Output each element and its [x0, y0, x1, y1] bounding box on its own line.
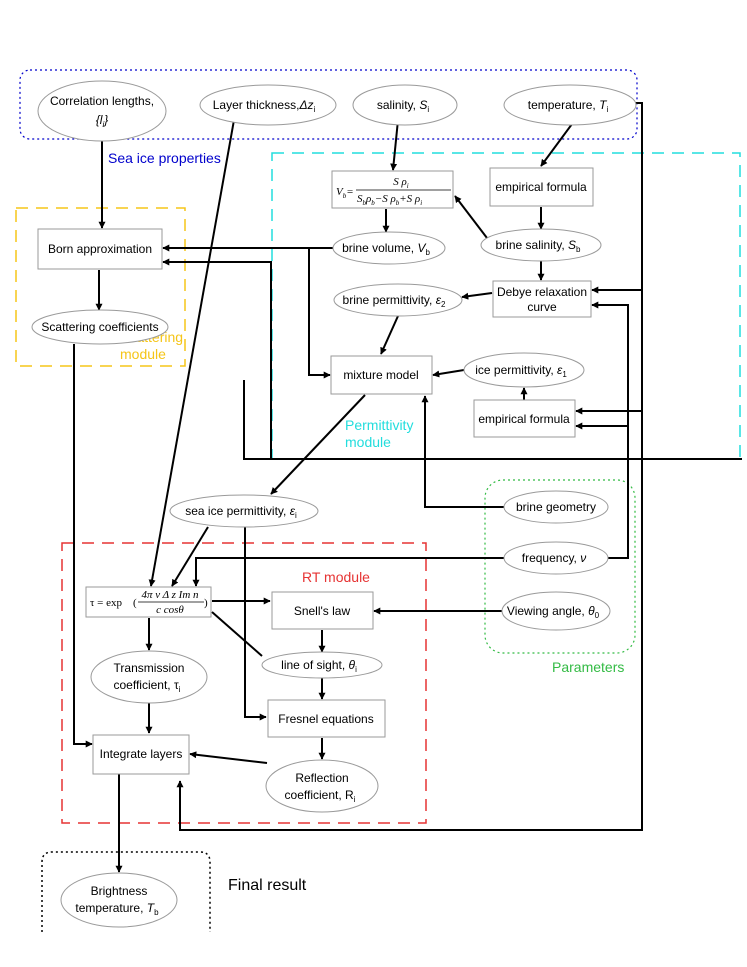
viewing-angle-node: Viewing angle, θ0 [501, 591, 611, 631]
mixture-model-node: mixture model [330, 355, 433, 395]
edge-freq-tau [192, 557, 505, 587]
brine-permittivity-text: brine permittivity, ε2 [343, 293, 446, 309]
ice-permittivity-text: ice permittivity, ε1 [475, 363, 567, 379]
scattering-module-label-2: module [120, 346, 166, 362]
edge-mix-born [243, 380, 742, 460]
empirical-formula-top-text: empirical formula [495, 180, 587, 194]
integrate-layers-text: Integrate layers [100, 747, 183, 761]
empirical-formula-bottom-node: empirical formula [473, 399, 576, 438]
transmission-coefficient-node: Transmission coefficient, τi [90, 650, 208, 704]
tau-paren-open: ( [133, 597, 137, 609]
brine-volume-text: brine volume, Vb [342, 241, 430, 257]
scattering-coefficients-node: Scattering coefficients [31, 309, 169, 345]
scattering-coefficients-text: Scattering coefficients [41, 320, 158, 334]
reflection-line2: coefficient, Ri [285, 788, 356, 804]
line-of-sight-text: line of sight, θi [281, 658, 357, 674]
edge-sip-fres [244, 526, 267, 721]
sea-ice-permittivity-node: sea ice permittivity, εi [169, 494, 319, 528]
temperature-text: temperature, Ti [528, 98, 609, 114]
vb-denominator: Sbρb−S ρb+S ρi [357, 193, 422, 207]
parameters-label: Parameters [552, 659, 624, 675]
vb-lhs: Vb= [336, 186, 354, 200]
born-approximation-node: Born approximation [37, 228, 163, 270]
edge-scat-int [73, 344, 93, 748]
snells-law-text: Snell's law [294, 604, 351, 618]
empirical-formula-bottom-text: empirical formula [478, 412, 570, 426]
edge-freq-right [591, 301, 629, 559]
temperature-node: temperature, Ti [503, 84, 637, 126]
fresnel-equations-node: Fresnel equations [267, 699, 386, 738]
brine-salinity-text: brine salinity, Sb [496, 238, 582, 254]
edge-bp-mix [380, 315, 399, 355]
mixture-model-text: mixture model [343, 368, 418, 382]
line-of-sight-node: line of sight, θi [261, 651, 383, 679]
edge-bv-mix [308, 248, 331, 379]
debye-line2: curve [527, 300, 557, 314]
brine-geometry-node: brine geometry [503, 490, 609, 524]
reflection-coefficient-node: Reflection coefficient, Ri [265, 759, 379, 813]
viewing-angle-text: Viewing angle, θ0 [507, 604, 600, 620]
tau-formula-node: τ = exp 4π ν Δ z Im n c cosθ ( ) [85, 586, 212, 618]
brightness-line2: temperature, Tb [75, 901, 159, 917]
brine-volume-formula-node: Vb= S ρi Sbρb−S ρb+S ρi [331, 170, 454, 209]
edge-refl-int [189, 751, 268, 764]
transmission-line2: coefficient, τi [113, 678, 180, 694]
correlation-lengths-node: Correlation lengths, {li} [37, 80, 167, 142]
final-result-label: Final result [228, 877, 307, 894]
edge-debye-bp [461, 292, 493, 300]
brine-salinity-node: brine salinity, Sb [480, 228, 602, 262]
edge-temp-emp [540, 123, 573, 167]
brine-permittivity-node: brine permittivity, ε2 [333, 283, 463, 317]
empirical-formula-top-node: empirical formula [489, 167, 594, 207]
scattering-module-group [15, 207, 186, 367]
tau-denominator: c cosθ [156, 604, 184, 616]
snells-law-node: Snell's law [271, 591, 374, 630]
integrate-layers-node: Integrate layers [92, 734, 190, 775]
brightness-line1: Brightness [91, 884, 148, 898]
edge-tau-los [211, 611, 263, 657]
layer-thickness-text: Layer thickness,Δzi [213, 98, 316, 114]
edge-layer-tau [148, 119, 235, 587]
permittivity-module-label-1: Permittivity [345, 417, 413, 433]
fresnel-equations-text: Fresnel equations [278, 712, 373, 726]
sea-ice-permittivity-text: sea ice permittivity, εi [185, 504, 297, 520]
tau-lhs: τ = exp [90, 597, 123, 609]
edge-bs-vb [454, 195, 488, 239]
transmission-line1: Transmission [114, 661, 185, 675]
vb-numerator: S ρi [393, 176, 409, 190]
edge-loop-born [162, 258, 272, 459]
sea-ice-properties-group [19, 69, 638, 140]
salinity-text: salinity, Si [377, 98, 429, 114]
salinity-node: salinity, Si [352, 84, 458, 126]
tau-paren-close: ) [204, 597, 208, 609]
sea-ice-properties-label: Sea ice properties [108, 150, 221, 166]
frequency-node: frequency, ν [503, 541, 609, 575]
correlation-lengths-text: Correlation lengths, [50, 94, 154, 108]
ice-permittivity-node: ice permittivity, ε1 [463, 352, 585, 388]
brine-volume-node: brine volume, Vb [332, 231, 446, 265]
final-result-group [41, 851, 211, 932]
debye-relaxation-node: Debye relaxation curve [492, 280, 592, 318]
born-approximation-text: Born approximation [48, 242, 152, 256]
edge-ip-mix [432, 369, 465, 378]
reflection-line1: Reflection [295, 771, 348, 785]
tau-numerator: 4π ν Δ z Im n [141, 589, 199, 601]
brightness-temperature-node: Brightness temperature, Tb [60, 872, 178, 928]
rt-module-label: RT module [302, 569, 370, 585]
debye-line1: Debye relaxation [497, 285, 587, 299]
edge-mix-sip [270, 394, 366, 495]
edge-sip-tau [171, 526, 209, 587]
frequency-text: frequency, ν [522, 551, 587, 565]
brine-geometry-text: brine geometry [516, 500, 596, 514]
permittivity-module-label-2: module [345, 434, 391, 450]
edge-temp-bus [176, 102, 643, 831]
correlation-lengths-symbol: {li} [96, 113, 108, 129]
layer-thickness-node: Layer thickness,Δzi [199, 84, 337, 126]
edge-sal-vb [390, 119, 399, 171]
edge-bg-mix [421, 395, 505, 508]
parameters-group [484, 479, 636, 654]
